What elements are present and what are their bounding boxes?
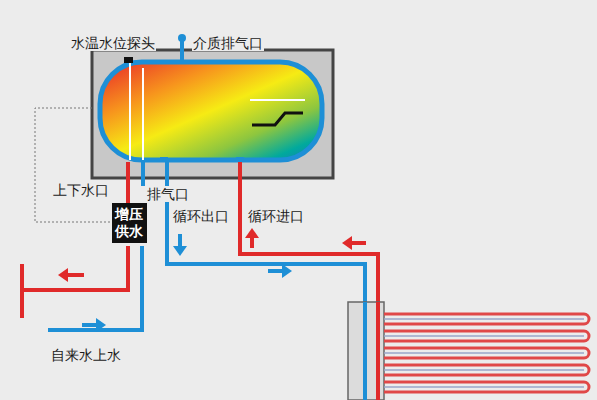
vacuum-tube <box>384 365 589 375</box>
inner-pipe <box>142 68 144 160</box>
part-label: 水温水位探头 <box>70 35 156 51</box>
solar-collector <box>348 302 589 400</box>
vacuum-tube <box>384 352 584 354</box>
outlet-tee <box>20 264 24 318</box>
heat-exchanger <box>252 113 303 125</box>
vacuum-tube <box>384 386 584 388</box>
box-text: 增压供水 <box>115 206 144 240</box>
circulation-out-pipe <box>167 162 365 400</box>
inner-pipe <box>129 63 131 160</box>
heat-exchanger <box>250 99 305 101</box>
part-label: 排气口 <box>146 186 190 202</box>
hot-pipe <box>126 162 130 204</box>
header-pipe <box>363 302 367 400</box>
pump-box: 增压供水 <box>112 203 147 243</box>
vent-pipe <box>141 162 145 186</box>
port <box>160 157 168 162</box>
vacuum-tube <box>384 369 584 371</box>
probe-head <box>124 57 133 63</box>
part-label: 循环出口 <box>172 208 230 224</box>
tank-housing <box>92 50 333 178</box>
vacuum-tube <box>384 331 589 341</box>
port <box>236 157 244 162</box>
vacuum-tube <box>384 318 584 320</box>
control-wire <box>35 108 112 222</box>
flow-arrow <box>58 228 366 332</box>
cold-water-inlet <box>48 246 142 330</box>
part-label: 自来水上水 <box>50 347 122 363</box>
vent-pipe <box>180 40 184 62</box>
inner-tank <box>100 62 322 160</box>
part-label: 循环进口 <box>247 208 305 224</box>
header-pipe <box>376 302 380 400</box>
part-label: 上下水口 <box>52 182 110 198</box>
vacuum-tube <box>384 348 589 358</box>
hot-water-outlet <box>22 246 128 290</box>
vacuum-tube <box>384 335 584 337</box>
part-label: 介质排气口 <box>192 35 264 51</box>
vacuum-tube <box>384 382 589 392</box>
vent-cap <box>178 34 186 42</box>
vacuum-tube <box>384 314 589 324</box>
